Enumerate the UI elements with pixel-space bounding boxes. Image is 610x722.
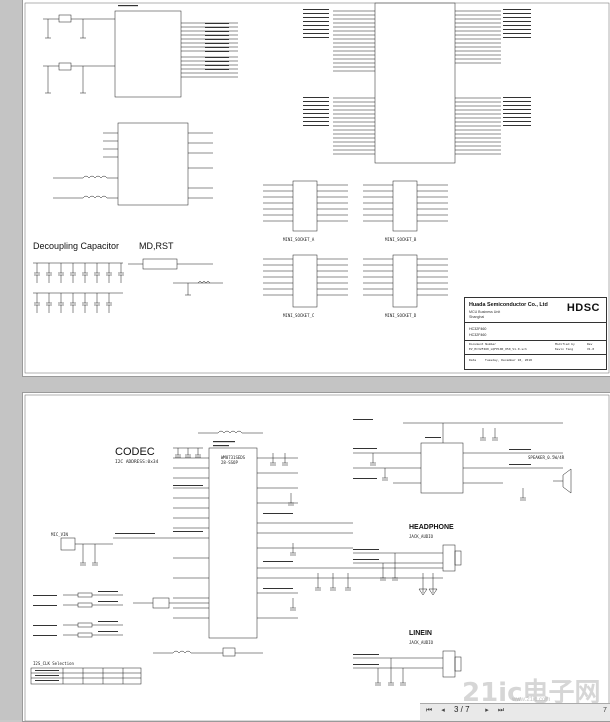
headphone-title: HEADPHONE [409,524,454,531]
linein-connector: JACK_AUDIO [409,640,434,645]
doc-number-value: EV_HC32F460_LQFP100_050_V1.0.sch [469,347,527,351]
page-indicator: 3 / 7 [454,705,470,714]
first-page-icon[interactable]: ⏮ [425,707,433,714]
schematic-page-1: Decoupling Capacitor MD,RST MINI_SOCKET_… [22,0,610,377]
next-page-icon[interactable]: ▸ [485,707,489,714]
project-name: HC32F460 [469,327,487,331]
title-block-divider [465,322,606,323]
viewer-status-bar [420,703,610,721]
site-watermark-url: www.21ic.com [512,697,551,703]
decoupling-capacitor-title: Decoupling Capacitor [33,241,120,251]
schematic-title-block: Huada Semiconductor Co., Ltd MCU Busines… [464,297,607,370]
schematic-drawing-2 [24,394,610,721]
schematic-drawing-1 [24,2,610,374]
socket-label-c: MINI_SOCKET_C [283,313,315,318]
codec-i2c-address: I2C ADDRESS:0x34 [115,460,159,465]
prev-page-icon[interactable]: ◂ [441,707,445,714]
i2s-clk-selection-title: I2S_CLK Selection [33,661,74,666]
codec-chip-name: WM8731SEDS [221,455,246,460]
doc-number-label: Document Number [469,342,497,346]
md-rst-title: MD,RST [139,241,174,251]
project-name-2: HC32F460 [469,333,487,337]
date-value: Tuesday, December 18, 2018 [485,358,532,362]
rev-label: Rev [587,342,593,346]
mic-label: MIC_VIN [51,532,68,537]
socket-label-d: MINI_SOCKET_D [385,313,417,318]
company-city: Shanghai [469,315,485,319]
codec-title: CODEC [115,446,155,458]
headphone-connector: JACK_AUDIO [409,534,434,539]
rev-value: V1.0 [587,347,595,351]
drawn-by-value: Kevin Tang [555,347,574,351]
company-name: Huada Semiconductor Co., Ltd [469,302,548,308]
last-page-icon[interactable]: ⏭ [497,707,505,714]
socket-label-a: MINI_SOCKET_A [283,237,315,242]
linein-title: LINEIN [409,630,432,637]
codec-chip-package: 28-SSOP [221,460,238,465]
speaker-label: SPEAKER_0.5W/4R [528,455,565,460]
title-block-divider [465,340,606,341]
date-label: Date [469,358,477,362]
schematic-page-2: CODEC I2C ADDRESS:0x34 WM8731SEDS 28-SSO… [22,392,610,722]
hdsc-logo: HDSC [566,302,600,314]
drawn-by-label: Modified by [555,342,575,346]
company-unit: MCU Business Unit [469,310,501,314]
title-block-divider [465,354,606,355]
socket-label-b: MINI_SOCKET_B [385,237,417,242]
zoom-level[interactable]: 7 [603,707,607,714]
